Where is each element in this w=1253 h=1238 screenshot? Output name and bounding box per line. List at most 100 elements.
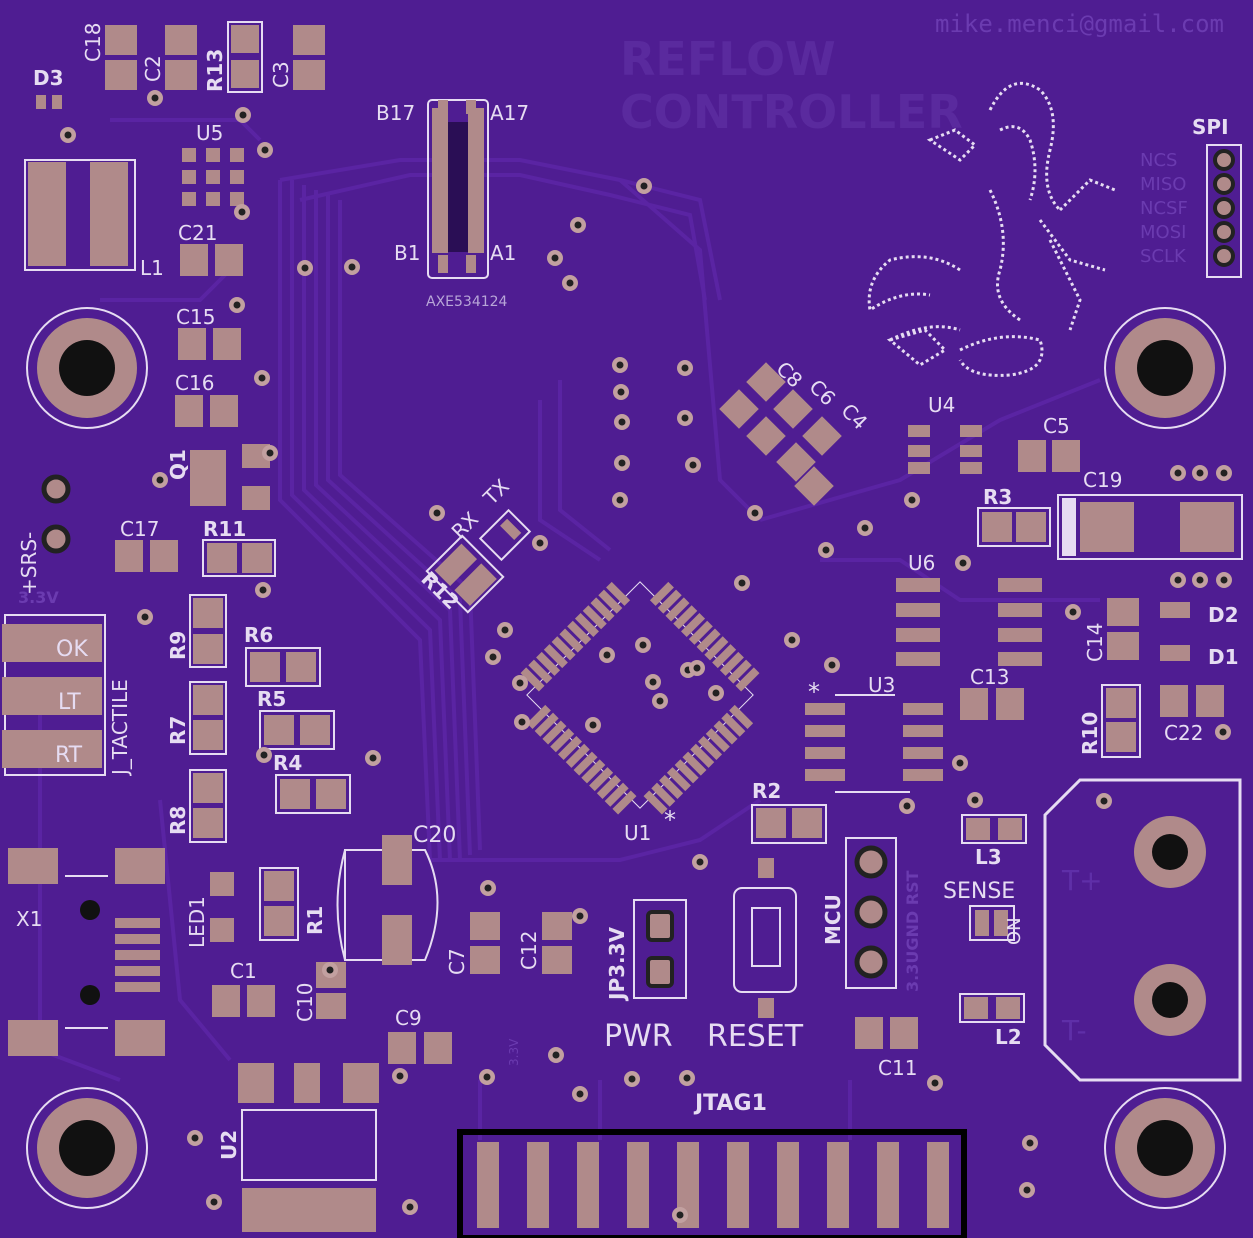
label-t-plus: T+: [1061, 864, 1103, 897]
u3-pin1-marker: *: [808, 678, 820, 706]
label-r3: R3: [983, 485, 1012, 509]
label-c13: C13: [970, 665, 1009, 689]
author-email: mike.menci@gmail.com: [935, 10, 1224, 38]
connector-part-label: AXE534124: [426, 294, 508, 310]
label-c15: C15: [176, 305, 215, 329]
caps-c8-c6-c4: [719, 362, 842, 506]
label-spi: SPI: [1192, 115, 1229, 139]
label-jtag-3v3: 3.3V: [507, 1038, 521, 1066]
mounting-hole-bottom-left: [26, 1087, 148, 1209]
mcu-header: [845, 837, 897, 989]
label-b17: B17: [376, 101, 415, 125]
label-c1: C1: [230, 959, 257, 983]
label-jtag1: JTAG1: [693, 1091, 767, 1116]
resistor-column: [189, 594, 351, 843]
label-sclk: SCLK: [1140, 246, 1187, 267]
label-r7: R7: [166, 716, 190, 745]
label-ncs: NCS: [1140, 150, 1177, 171]
label-c3: C3: [269, 61, 293, 88]
label-l2: L2: [995, 1025, 1022, 1049]
c13-r10-c22: [960, 684, 1224, 758]
top-left-components: [24, 21, 325, 510]
label-r4: R4: [273, 751, 302, 775]
label-pwr: PWR: [604, 1019, 673, 1054]
u6-chip: [896, 578, 1042, 666]
label-ncsf: NCSF: [1140, 198, 1188, 219]
mounting-hole-top-right: [1104, 307, 1226, 429]
c17-r11: [115, 539, 276, 577]
label-c19: C19: [1083, 468, 1122, 492]
label-a1: A1: [490, 241, 516, 265]
scorpion-logo: [867, 81, 1116, 377]
label-u1: U1: [624, 821, 651, 845]
label-j-tactile: J_TACTILE: [108, 679, 132, 777]
c20-led1-r1: [210, 835, 439, 965]
label-lt: LT: [58, 690, 81, 715]
label-r11: R11: [203, 517, 246, 541]
label-ok: OK: [56, 637, 88, 662]
spi-header-pins: [1213, 149, 1235, 267]
u2-regulator: [238, 1063, 379, 1232]
x1-usb-connector: [8, 848, 165, 1056]
rx-tx-led-group: [425, 508, 532, 614]
label-u6: U6: [908, 551, 935, 575]
label-c14: C14: [1083, 623, 1107, 662]
label-d1: D1: [1208, 645, 1239, 669]
label-3v3: 3.3V: [18, 588, 59, 607]
label-c7: C7: [445, 948, 469, 975]
label-a17: A17: [490, 101, 529, 125]
mounting-hole-top-left: [26, 307, 148, 429]
u1-pins: [520, 581, 760, 815]
label-l1: L1: [140, 256, 164, 280]
mounting-hole-bottom-right: [1104, 1087, 1226, 1209]
label-reset: RESET: [707, 1019, 804, 1054]
right-upper-components: [908, 425, 1243, 560]
label-sense: SENSE: [943, 879, 1015, 904]
label-u5: U5: [196, 121, 223, 145]
label-c16: C16: [175, 371, 214, 395]
label-l3: L3: [975, 845, 1002, 869]
label-c9: C9: [395, 1006, 422, 1030]
label-c22: C22: [1164, 721, 1203, 745]
label-r5: R5: [257, 687, 286, 711]
jp-3v3-jumper: [633, 899, 687, 999]
label-r9: R9: [166, 631, 190, 660]
label-x1: X1: [16, 907, 42, 931]
label-c20: C20: [413, 823, 456, 848]
label-c21: C21: [178, 221, 217, 245]
label-c5: C5: [1043, 414, 1070, 438]
board-connector-axe534124: [427, 99, 489, 279]
label-r8: R8: [166, 806, 190, 835]
label-c18: C18: [81, 23, 105, 62]
label-t-minus: T-: [1061, 1014, 1087, 1047]
label-rt: RT: [55, 743, 83, 768]
label-mcu: MCU: [821, 894, 845, 945]
label-c17: C17: [120, 517, 159, 541]
label-gnd-rst: 3.3UGND RST: [903, 870, 922, 992]
l3-sense-l2: [959, 814, 1027, 1023]
u1-pin1-marker: *: [664, 806, 676, 834]
label-r1: R1: [303, 906, 327, 935]
label-u2: U2: [217, 1130, 241, 1160]
label-jp3v3: JP3.3V: [605, 926, 629, 1002]
board-title-line1: REFLOW: [620, 32, 836, 86]
label-led1: LED1: [185, 896, 209, 948]
label-on: ON: [1004, 917, 1025, 945]
jtag-connector: [457, 1129, 967, 1238]
label-r2: R2: [752, 779, 781, 803]
label-q1: Q1: [166, 449, 190, 480]
thermocouple-connector: [1043, 778, 1242, 1082]
label-srs: +SRS-: [17, 532, 41, 595]
label-c11: C11: [878, 1056, 917, 1080]
spi-header-outline: [1206, 144, 1242, 278]
label-c10: C10: [293, 983, 317, 1022]
label-r10: R10: [1078, 712, 1102, 755]
label-c12: C12: [517, 931, 541, 970]
r2-and-reset-switch: [733, 804, 827, 1018]
board-title-line2: CONTROLLER: [620, 85, 963, 139]
via-holes: [60, 90, 1232, 1223]
j-tactile-connector: [2, 614, 106, 776]
label-d2: D2: [1208, 603, 1239, 627]
u3-chip: [805, 694, 943, 793]
